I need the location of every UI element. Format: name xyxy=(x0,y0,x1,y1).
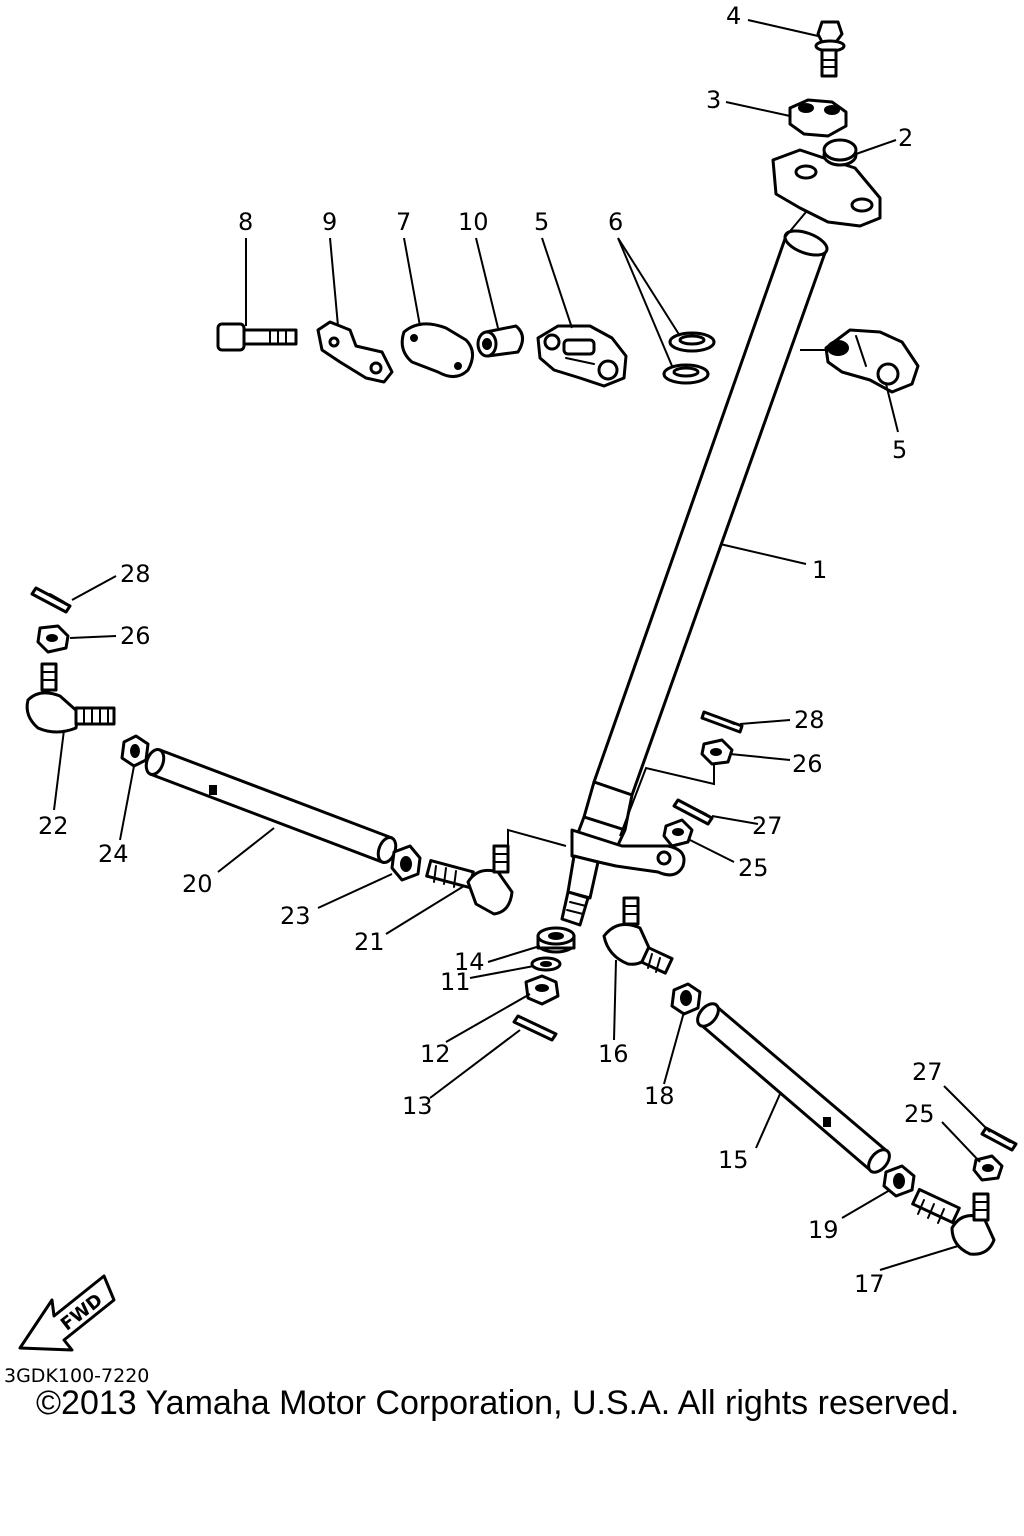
callout-5-right: 5 xyxy=(892,436,907,464)
callout-14: 14 xyxy=(454,948,485,976)
callout-7: 7 xyxy=(396,208,411,236)
fwd-arrow-icon: FWD xyxy=(18,1274,116,1352)
tie-rod-left-part xyxy=(144,747,398,865)
bolt-part xyxy=(216,322,298,352)
callout-24: 24 xyxy=(98,840,129,868)
callout-21: 21 xyxy=(354,928,385,956)
callout-18: 18 xyxy=(644,1082,675,1110)
cotter-pin-upper-left-part xyxy=(30,586,72,614)
callout-10: 10 xyxy=(458,208,489,236)
plate-part xyxy=(400,322,474,378)
tie-rod-end-lower-right-part xyxy=(911,1187,996,1256)
cotter-pin-27-upper-part xyxy=(672,798,714,826)
lock-nut-23-part xyxy=(390,844,422,882)
copyright-notice: ©2013 Yamaha Motor Corporation, U.S.A. A… xyxy=(36,1384,960,1422)
callout-11: 11 xyxy=(440,968,471,996)
collar-part xyxy=(476,324,524,358)
callout-27-lower: 27 xyxy=(912,1058,943,1086)
castle-nut-right-part xyxy=(700,738,734,766)
steering-shaft-part xyxy=(560,229,829,927)
callout-19: 19 xyxy=(808,1216,839,1244)
callout-28-left: 28 xyxy=(120,560,151,588)
callout-23: 23 xyxy=(280,902,311,930)
nut-25-upper-part xyxy=(662,818,694,848)
callout-4: 4 xyxy=(726,2,741,30)
upper-holder-bracket xyxy=(771,148,882,237)
callout-12: 12 xyxy=(420,1040,451,1068)
bracket-part xyxy=(316,320,394,384)
washer-part xyxy=(530,956,562,972)
callout-25-upper: 25 xyxy=(738,854,769,882)
callout-13: 13 xyxy=(402,1092,433,1120)
circlip-part xyxy=(662,331,716,385)
drawing-code: 3GDK100-7220 xyxy=(4,1365,149,1387)
shaft-holder-left-part xyxy=(536,324,628,388)
cotter-pin-right-part xyxy=(700,710,744,734)
nut-25-lower-part xyxy=(972,1154,1004,1182)
callout-22: 22 xyxy=(38,812,69,840)
callout-9: 9 xyxy=(322,208,337,236)
castle-nut-upper-left-part xyxy=(36,624,70,654)
callout-26-right: 26 xyxy=(792,750,823,778)
callout-2: 2 xyxy=(898,124,913,152)
callout-28-right: 28 xyxy=(794,706,825,734)
bushing-part xyxy=(536,926,576,954)
callout-15: 15 xyxy=(718,1146,749,1174)
callout-17: 17 xyxy=(854,1270,885,1298)
cotter-pin-27-lower-part xyxy=(980,1126,1018,1152)
hex-nut-part xyxy=(524,974,560,1006)
callout-3: 3 xyxy=(706,86,721,114)
callout-27-upper: 27 xyxy=(752,812,783,840)
shaft-holder-right-part xyxy=(824,328,920,394)
flange-bolt-part xyxy=(814,20,846,78)
cotter-pin-13-part xyxy=(512,1014,558,1042)
callout-1: 1 xyxy=(812,556,827,584)
plug-part xyxy=(822,138,858,167)
holder-cap-part xyxy=(788,98,848,138)
leader-lines xyxy=(53,19,991,1271)
tie-rod-end-center-part xyxy=(425,844,514,916)
tie-rod-right-part xyxy=(696,1002,891,1174)
callout-labels: 1 2 3 4 5 5 6 7 8 9 10 11 12 13 14 15 16… xyxy=(38,2,943,1298)
callout-20: 20 xyxy=(182,870,213,898)
callout-16: 16 xyxy=(598,1040,629,1068)
tie-rod-end-right-part xyxy=(602,896,674,975)
callout-25-lower: 25 xyxy=(904,1100,935,1128)
callout-8: 8 xyxy=(238,208,253,236)
lock-nut-19-part xyxy=(882,1164,916,1198)
callout-26-left: 26 xyxy=(120,622,151,650)
callout-6: 6 xyxy=(608,208,623,236)
callout-5-upper: 5 xyxy=(534,208,549,236)
tie-rod-end-left-part xyxy=(25,662,116,734)
lock-nut-18-part xyxy=(670,982,702,1016)
lock-nut-left-part xyxy=(120,734,150,768)
